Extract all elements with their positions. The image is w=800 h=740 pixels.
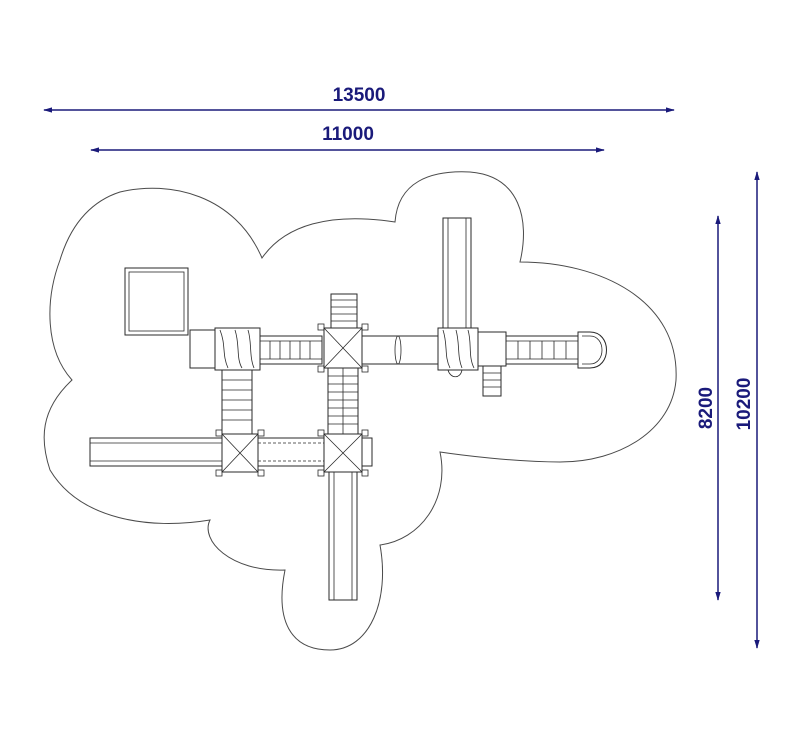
dimension-total-depth: 10200 xyxy=(734,171,760,649)
dimension-total-depth-label: 10200 xyxy=(734,378,755,431)
center-vertical-ladder xyxy=(327,367,359,435)
dimension-total-width-label: 13500 xyxy=(333,85,386,106)
dimension-structure-depth-label: 8200 xyxy=(696,387,717,429)
dimension-structure-width: 11000 xyxy=(90,124,605,153)
long-slide-north xyxy=(442,217,472,329)
long-slide-west xyxy=(89,437,223,467)
square-platform xyxy=(124,267,189,336)
left-vertical-ladder xyxy=(221,369,253,435)
center-lower-node xyxy=(317,429,373,477)
top-ladder xyxy=(330,293,358,329)
center-upper-node xyxy=(317,323,369,373)
upper-left-bridge xyxy=(259,335,323,365)
tunnel xyxy=(361,335,439,365)
dimension-structure-depth: 8200 xyxy=(696,215,721,601)
left-lower-node xyxy=(215,429,265,477)
dimension-total-width: 13500 xyxy=(43,85,675,113)
long-slide-south xyxy=(328,471,358,601)
dimension-structure-width-label: 11000 xyxy=(322,124,374,145)
right-bridge xyxy=(505,331,607,369)
right-tower xyxy=(437,327,507,378)
lower-bridge xyxy=(257,437,325,467)
safety-zone-outline xyxy=(43,171,677,651)
left-tower xyxy=(189,327,261,371)
right-small-ladder xyxy=(482,365,502,397)
